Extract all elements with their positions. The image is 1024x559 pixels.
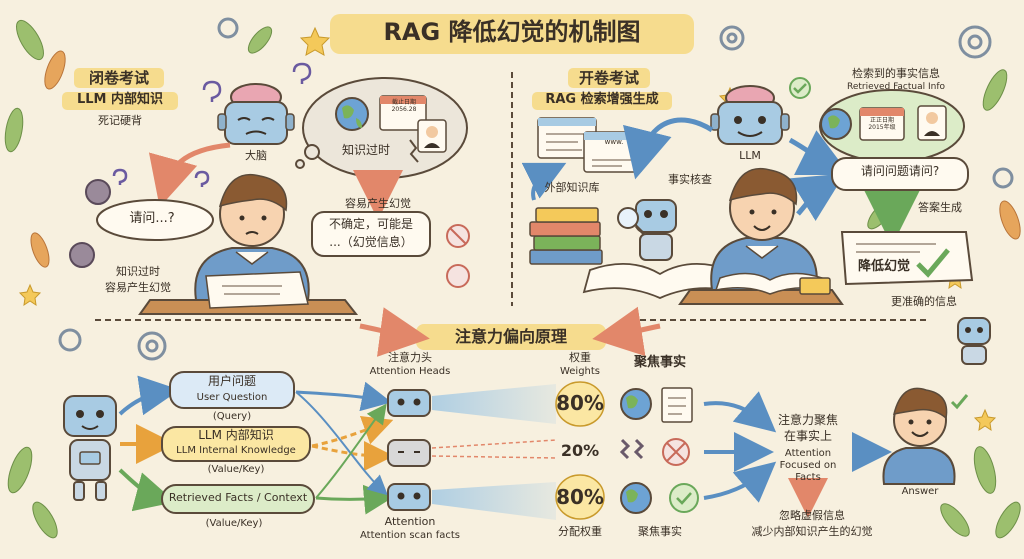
exam-paper: [205, 271, 309, 309]
outdated-knowledge-cloud: [295, 77, 468, 179]
focus-on-en1: Attention: [784, 448, 832, 459]
input-internal-knowledge-en: LLM Internal Knowledge: [176, 445, 296, 456]
reduce-label: 降低幻觉: [857, 259, 911, 274]
bottom-outdated-2: 容易产生幻觉: [105, 281, 171, 294]
uncertain-bubble: [311, 211, 431, 257]
ignore-line2: 减少内部知识产生的幻觉: [751, 525, 873, 538]
weight-value-1: 80%: [556, 391, 604, 415]
check-icon: [669, 483, 699, 513]
retrieved-facts-cloud: [819, 89, 965, 163]
focus-label: 聚焦事实: [633, 355, 687, 370]
check-icon: [916, 248, 950, 278]
input-user-question-zh: 用户问题: [207, 374, 257, 388]
ignore-line1: 忽略虚假信息: [779, 509, 845, 522]
fact-check-label: 事实核查: [668, 173, 712, 186]
flying-robot: [957, 317, 991, 365]
external-kb-label: 外部知识库: [544, 181, 600, 194]
confusion-scribble-icon: [85, 179, 111, 205]
heads-label: 注意力头: [388, 351, 432, 364]
right-question: 请问问题请问?: [860, 164, 940, 178]
answer-gen-label: 答案生成: [918, 201, 962, 214]
calendar-text-left: 截止日期 2056.28: [391, 99, 417, 113]
scribble-icon: [619, 438, 645, 460]
internal-knowledge-box: [161, 426, 311, 462]
focus-on-zh1: 注意力聚焦: [777, 413, 839, 427]
attention-label-en: Attention scan facts: [360, 530, 460, 541]
focus-on-en3: Facts: [795, 472, 821, 483]
attention-label: Attention: [384, 515, 436, 528]
gear-decoration: [58, 17, 1014, 361]
left-heading: 闭卷考试: [88, 69, 150, 87]
answer-student: [882, 387, 956, 485]
www-label: www.: [604, 138, 624, 146]
user-question-box: [169, 371, 295, 409]
llm-robot-head: [710, 85, 790, 145]
more-accurate-label: 更准确的信息: [891, 295, 957, 308]
focus-bottom-label: 聚焦事实: [638, 525, 682, 538]
input-internal-knowledge-zh: LLM 内部知识: [198, 428, 274, 442]
input-user-question-en: User Question: [196, 392, 268, 403]
answer-label: Answer: [901, 486, 939, 497]
focus-on-zh2: 在事实上: [783, 429, 833, 443]
weights-label: 权重: [569, 351, 591, 364]
question-mark-icons: [112, 62, 312, 187]
focus-on-en2: Focused on: [779, 460, 837, 471]
uncertain-line2: ...（幻觉信息）: [329, 235, 413, 249]
robot-brain-head: [217, 83, 295, 145]
title-banner: [330, 14, 694, 54]
prone-label: 容易产生幻觉: [345, 197, 411, 210]
question-bubble-left: [96, 199, 214, 241]
question-bubble-right: [831, 157, 969, 191]
input-retrieved-facts-role: (Value/Key): [205, 518, 263, 529]
left-note: 死记硬背: [98, 114, 142, 127]
retrieved-title-en: Retrieved Factual Info: [846, 82, 946, 92]
check-icon: [789, 77, 811, 99]
calendar-text-right: 正正日期 2015年级: [868, 117, 896, 131]
uncertain-line1: 不确定，可能是: [328, 217, 414, 231]
weight-value-2: 20%: [560, 441, 600, 460]
left-subheading: LLM 内部知识: [76, 92, 164, 107]
document-icon: [661, 387, 693, 423]
input-user-question-role: (Query): [212, 411, 252, 422]
answer-sheet: [840, 231, 974, 286]
attention-head-robot: [387, 483, 431, 511]
llm-label: LLM: [739, 149, 761, 162]
right-subheading: RAG 检索增强生成: [545, 92, 659, 107]
brain-label: 大脑: [245, 149, 267, 162]
assign-weights-label: 分配权重: [558, 525, 602, 538]
attention-head-robot: [387, 389, 431, 417]
outdated-label: 知识过时: [341, 143, 391, 157]
weight-value-3: 80%: [556, 485, 604, 509]
bottom-heading-banner: [416, 324, 606, 350]
weights-label-en: Weights: [559, 366, 601, 377]
retrieved-facts-box: [161, 484, 315, 514]
heads-label-en: Attention Heads: [369, 366, 451, 377]
retrieved-title: 检索到的事实信息: [852, 67, 940, 80]
attention-head-robot: [387, 439, 431, 467]
fact-check-robot: [617, 199, 677, 261]
left-question: 请问...?: [129, 211, 175, 226]
attention-beam: [432, 482, 556, 520]
bottom-heading: 注意力偏向原理: [454, 327, 568, 346]
page-title: RAG 降低幻觉的机制图: [383, 18, 641, 46]
attention-beam: [432, 384, 556, 424]
check-icon: [950, 394, 969, 410]
confusion-scribble-icon: [69, 242, 95, 268]
bottom-outdated-1: 知识过时: [116, 265, 160, 278]
input-retrieved-facts-zh: Retrieved Facts / Context: [168, 491, 308, 504]
right-heading: 开卷考试: [578, 69, 640, 87]
presenter-robot: [63, 395, 117, 501]
magnifier-icon: [617, 207, 639, 229]
angry-face-icon: [446, 264, 470, 288]
book-stack: [529, 207, 603, 265]
input-internal-knowledge-role: (Value/Key): [207, 464, 265, 475]
